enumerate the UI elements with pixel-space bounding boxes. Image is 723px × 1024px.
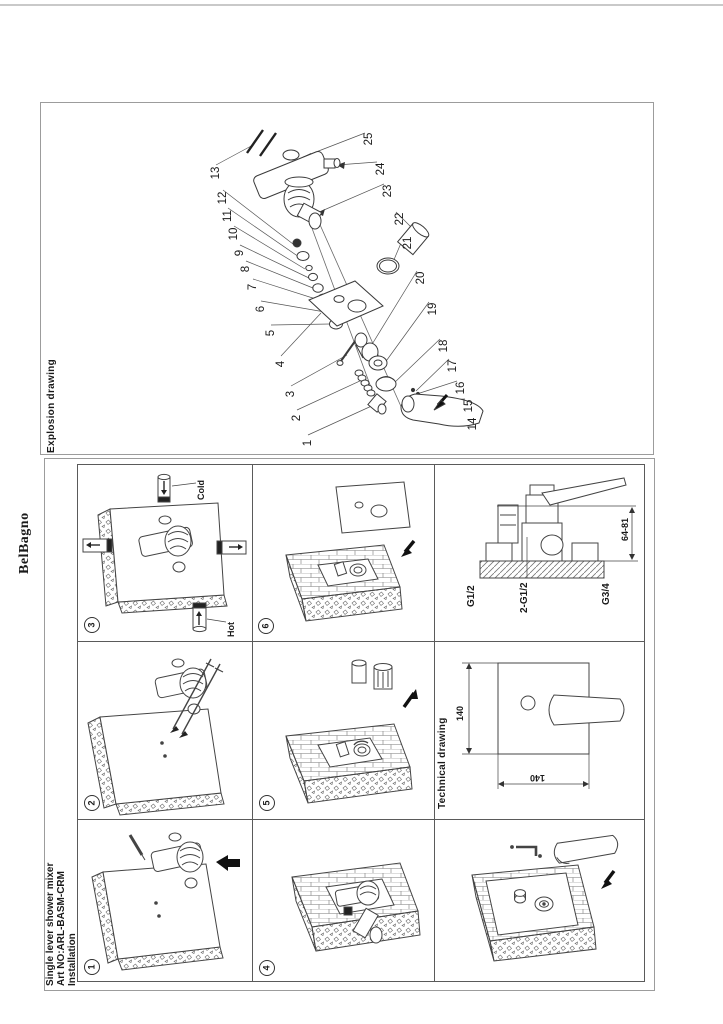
step-number-5: 5 (259, 795, 275, 811)
step-6-panel: 6 (252, 465, 434, 641)
document-title-block: Single lever shower mixer Art NO:ARL-BAS… (45, 822, 78, 986)
thread-label-g12: G1/2 (466, 585, 477, 607)
step-1-illustration (91, 832, 240, 971)
tech-front-view: Technical drawing 140 140 (434, 641, 644, 819)
dome-part-18 (375, 376, 397, 392)
height-dimension: 140 (530, 773, 546, 783)
part-label-22: 22 (394, 213, 406, 226)
part-label-24: 24 (375, 162, 387, 175)
part-label-21: 21 (402, 237, 414, 250)
step-2-panel: 2 (78, 641, 252, 819)
explosion-diagram: 1 2 3 4 5 6 7 8 9 10 11 12 13 14 15 16 1… (210, 129, 484, 446)
rotate-arrow-15 (433, 393, 449, 411)
explosion-panel: Explosion drawing (40, 102, 654, 455)
oring-part-21 (376, 257, 400, 275)
step-3-illustration (82, 473, 247, 633)
grid-divider (78, 641, 644, 642)
part-label-20: 20 (415, 272, 427, 285)
part-label-17: 17 (447, 360, 459, 373)
bearing-part-19 (368, 355, 388, 371)
part-label-6: 6 (255, 306, 267, 312)
brand-logo: BelBagno (17, 512, 32, 574)
step-2-illustration (87, 658, 225, 816)
tech-section-illustration (479, 477, 638, 579)
technical-drawing-title: Technical drawing (437, 717, 448, 809)
ball-part-12 (292, 238, 302, 248)
part-label-25: 25 (363, 133, 375, 146)
step-5-illustration (285, 659, 418, 804)
width-dimension: 140 (455, 705, 465, 721)
steps-grid: Cold Hot 3 (77, 464, 645, 982)
depth-dimension: 64-81 (620, 517, 630, 541)
step-4-panel: 4 (252, 819, 434, 981)
part-label-14: 14 (467, 417, 479, 430)
sleeve-part-22 (396, 222, 430, 256)
part-label-12: 12 (217, 192, 229, 205)
part-label-13: 13 (210, 167, 222, 180)
page-scan-edge (0, 4, 723, 6)
tech-handle-illustration (471, 834, 619, 962)
grid-divider (252, 465, 253, 981)
part-label-16: 16 (455, 382, 467, 395)
cold-label: Cold (196, 480, 206, 500)
part-label-10: 10 (228, 228, 240, 241)
step-number-2: 2 (84, 795, 100, 811)
grid-divider (434, 465, 435, 981)
valve-body (253, 149, 341, 230)
part-label-11: 11 (222, 210, 234, 222)
part-label-8: 8 (240, 266, 252, 272)
thread-label-2g12: 2-G1/2 (519, 582, 530, 613)
leader-lines (215, 132, 470, 436)
part-label-19: 19 (427, 303, 439, 316)
exploded-parts (246, 129, 484, 427)
step-number-3: 3 (84, 617, 100, 633)
grid-divider (78, 819, 644, 820)
part-label-3: 3 (285, 391, 297, 397)
step-5-panel: 5 (252, 641, 434, 819)
part-label-15: 15 (463, 400, 475, 413)
hot-label: Hot (226, 622, 236, 637)
tech-front-illustration (462, 662, 625, 789)
step-4-illustration (291, 862, 421, 952)
part-label-9: 9 (234, 250, 246, 256)
tech-section-view: 64-81 G1/2 2-G1/2 G3/4 (434, 465, 644, 641)
step-1-panel: 1 (78, 819, 252, 981)
title-line-2: Art NO:ARL-BASM-CRM (56, 871, 67, 986)
part-label-5: 5 (265, 330, 277, 336)
screws-part-13 (246, 129, 277, 157)
step-number-1: 1 (84, 959, 100, 975)
handle-part-14 (400, 393, 484, 427)
part-label-4: 4 (275, 360, 287, 367)
step-number-4: 4 (259, 960, 275, 976)
part-label-7: 7 (247, 284, 259, 290)
part-label-18: 18 (438, 340, 450, 353)
title-line-1: Single lever shower mixer (45, 862, 56, 986)
part-label-2: 2 (291, 415, 303, 421)
cover-plate-part-4 (308, 280, 384, 327)
thread-label-g34: G3/4 (601, 583, 612, 605)
knob-part-20 (354, 332, 379, 362)
part-label-1: 1 (302, 440, 314, 446)
part-label-23: 23 (382, 185, 394, 198)
step-6-illustration (285, 481, 416, 622)
tech-handle-install (434, 819, 644, 981)
step-number-6: 6 (258, 618, 274, 634)
spring-part-2 (354, 369, 376, 397)
step-3-panel: Cold Hot 3 (78, 465, 252, 641)
